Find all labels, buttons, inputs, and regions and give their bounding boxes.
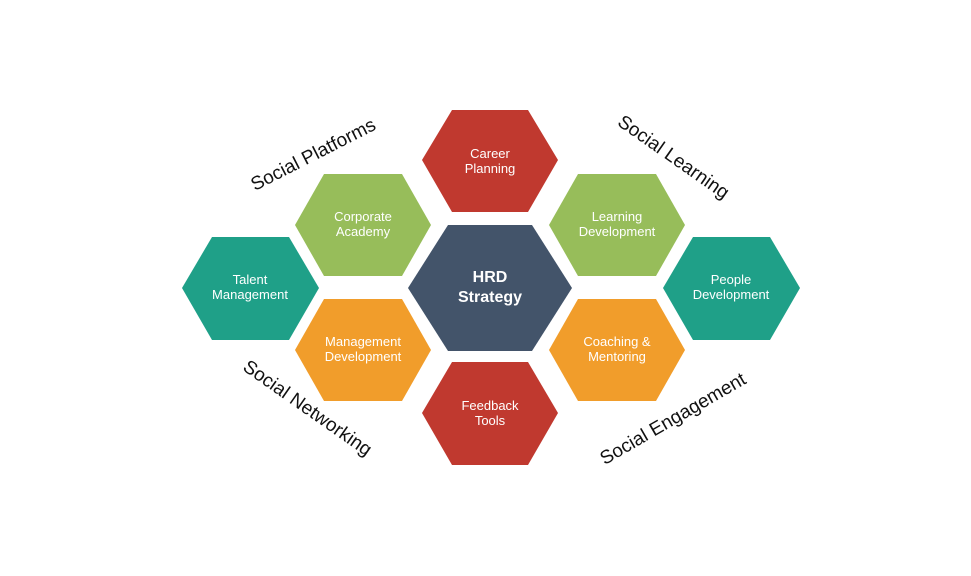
- hex-label-line2: Academy: [336, 224, 391, 239]
- hex-shape: [182, 237, 319, 340]
- hex-career-planning: Career Planning: [422, 110, 558, 212]
- hex-label-line1: Coaching &: [583, 334, 651, 349]
- hex-shape: [422, 362, 558, 465]
- hex-talent-management: Talent Management: [182, 237, 319, 340]
- hex-label-line1: Feedback: [461, 398, 519, 413]
- hex-label-line1: Management: [325, 334, 401, 349]
- hex-label-line1: HRD: [473, 269, 508, 286]
- hex-feedback-tools: Feedback Tools: [422, 362, 558, 465]
- hex-label-line2: Development: [579, 224, 656, 239]
- hex-label-line1: Corporate: [334, 209, 392, 224]
- hex-label-line2: Mentoring: [588, 349, 646, 364]
- hex-label-line2: Tools: [475, 413, 506, 428]
- hex-shape: [422, 110, 558, 212]
- hex-label-line2: Strategy: [458, 289, 522, 306]
- hex-shape: [549, 299, 685, 401]
- hex-label-line2: Planning: [465, 161, 516, 176]
- hex-label-line1: Learning: [592, 209, 643, 224]
- hex-learning-development: Learning Development: [549, 174, 685, 276]
- hex-corporate-academy: Corporate Academy: [295, 174, 431, 276]
- hex-label-line2: Management: [212, 287, 288, 302]
- hex-label-line1: Career: [470, 146, 510, 161]
- hex-shape: [549, 174, 685, 276]
- hex-people-development: People Development: [663, 237, 800, 340]
- hex-management-development: Management Development: [295, 299, 431, 401]
- hex-label-line1: Talent: [233, 272, 268, 287]
- hex-shape: [295, 299, 431, 401]
- hex-shape: [408, 225, 572, 351]
- hex-hrd-strategy: HRD Strategy: [408, 225, 572, 351]
- hex-shape: [663, 237, 800, 340]
- hex-coaching-mentoring: Coaching & Mentoring: [549, 299, 685, 401]
- hex-label-line1: People: [711, 272, 751, 287]
- hex-label-line2: Development: [693, 287, 770, 302]
- hex-label-line2: Development: [325, 349, 402, 364]
- hex-shape: [295, 174, 431, 276]
